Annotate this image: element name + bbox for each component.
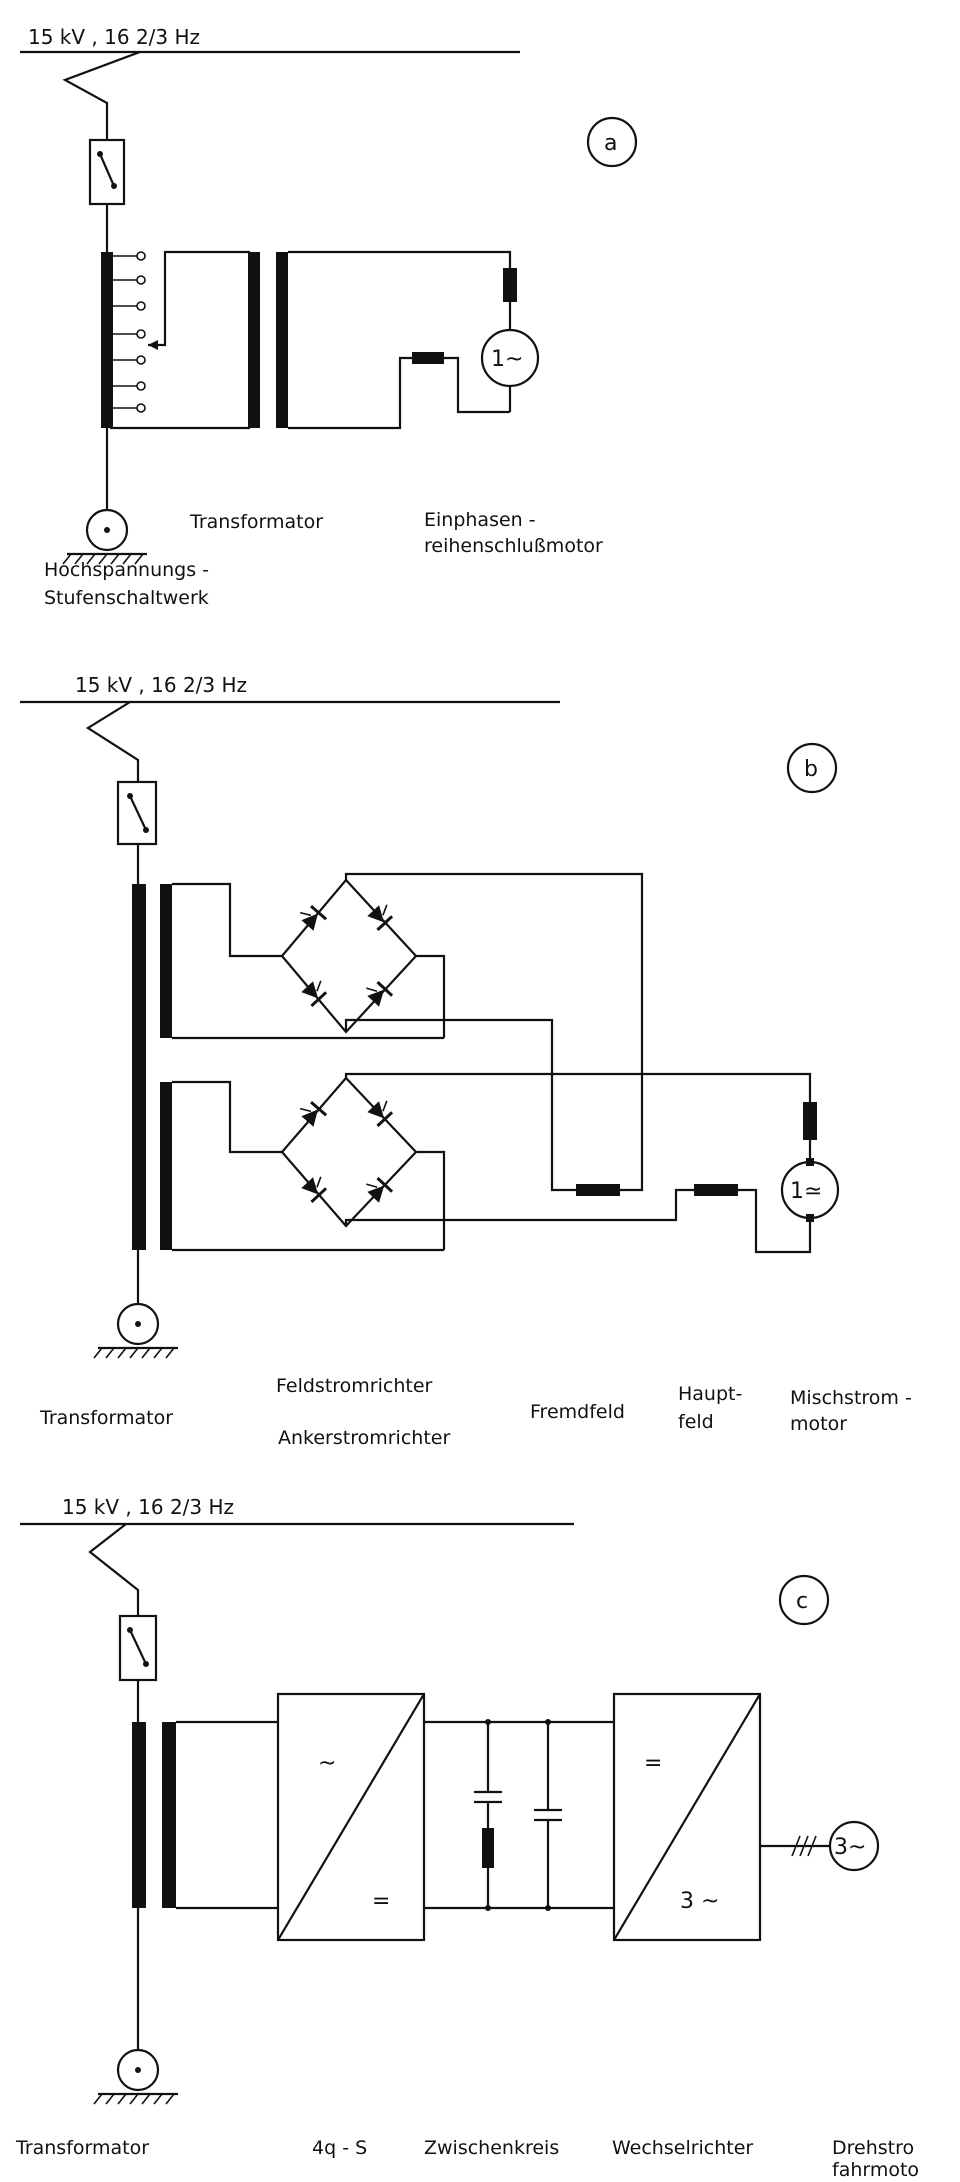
- svg-text:c: c: [796, 1589, 808, 1614]
- switchgear-label-2: Stufenschaltwerk: [44, 587, 209, 609]
- inverter-label: Wechselrichter: [612, 2137, 753, 2159]
- separate-field-winding: [576, 1184, 620, 1196]
- tap-changer-taps: [113, 251, 146, 413]
- svg-text:a: a: [604, 131, 617, 156]
- motor-symbol: 1~: [491, 347, 523, 372]
- transformer-label: Transformator: [189, 511, 323, 533]
- transformer-label: Transformator: [39, 1407, 173, 1429]
- section-tag-c: [778, 1574, 830, 1626]
- four-q-label: 4q - S: [312, 2137, 367, 2159]
- motor-label-2: fahrmoto: [832, 2159, 919, 2181]
- field-winding: [503, 268, 517, 302]
- motor-label-2: motor: [790, 1413, 847, 1435]
- field-secondary: [160, 884, 172, 1038]
- motor-label-2: reihenschlußmotor: [424, 535, 603, 557]
- transformer-core-left: [248, 252, 260, 428]
- field-converter-bridge: [280, 878, 418, 1034]
- supply-label: 15 kV , 16 2/3 Hz: [28, 25, 200, 49]
- four-quadrant-converter: [276, 1692, 426, 1942]
- motor-label-1: Mischstrom -: [790, 1387, 912, 1409]
- transformer-secondary: [162, 1722, 176, 1908]
- field-converter-label: Feldstromrichter: [276, 1375, 433, 1397]
- svg-text:=: =: [372, 1889, 390, 1914]
- main-field-label-1: Haupt-: [678, 1383, 742, 1405]
- motor-symbol: 1≃: [790, 1179, 822, 1204]
- svg-text:b: b: [804, 757, 818, 782]
- motor-label-1: Drehstro: [832, 2137, 914, 2159]
- supply-label: 15 kV , 16 2/3 Hz: [75, 673, 247, 697]
- interpole-winding: [803, 1102, 817, 1140]
- svg-text:3 ~: 3 ~: [680, 1889, 719, 1914]
- svg-text:~: ~: [318, 1751, 336, 1776]
- dc-link-label: Zwischenkreis: [424, 2137, 559, 2159]
- section-tag-b: [786, 742, 838, 794]
- armature-secondary: [160, 1082, 172, 1250]
- motor-symbol: 3~: [834, 1835, 866, 1860]
- main-field-winding: [694, 1184, 738, 1196]
- transformer-label: Transformator: [15, 2137, 149, 2159]
- inverter-block: [612, 1692, 762, 1942]
- section-a: 15 kV , 16 2/3 Hz 1~: [20, 25, 638, 609]
- transformer-primary: [132, 884, 146, 1250]
- svg-text:=: =: [644, 1751, 662, 1776]
- motor-label-1: Einphasen -: [424, 509, 536, 531]
- transformer-core-right: [276, 252, 288, 428]
- section-tag-a: [586, 116, 638, 168]
- compensation-winding: [412, 352, 444, 364]
- supply-label: 15 kV , 16 2/3 Hz: [62, 1495, 234, 1519]
- dc-link-filter: [474, 1719, 562, 1911]
- pantograph: [88, 1523, 140, 1616]
- switchgear-label-1: Hochspannungs -: [44, 559, 209, 581]
- armature-converter-bridge: [280, 1076, 418, 1228]
- transformer-primary: [101, 252, 113, 428]
- section-c: 15 kV , 16 2/3 Hz ~ =: [15, 1495, 919, 2181]
- pantograph: [85, 701, 140, 782]
- main-field-label-2: feld: [678, 1411, 714, 1433]
- separate-field-label: Fremdfeld: [530, 1401, 625, 1423]
- section-b: 15 kV , 16 2/3 Hz: [20, 673, 912, 1449]
- three-phase-motor: [828, 1820, 880, 1872]
- pantograph: [62, 50, 141, 120]
- transformer-primary: [132, 1722, 146, 1908]
- armature-converter-label: Ankerstromrichter: [278, 1427, 450, 1449]
